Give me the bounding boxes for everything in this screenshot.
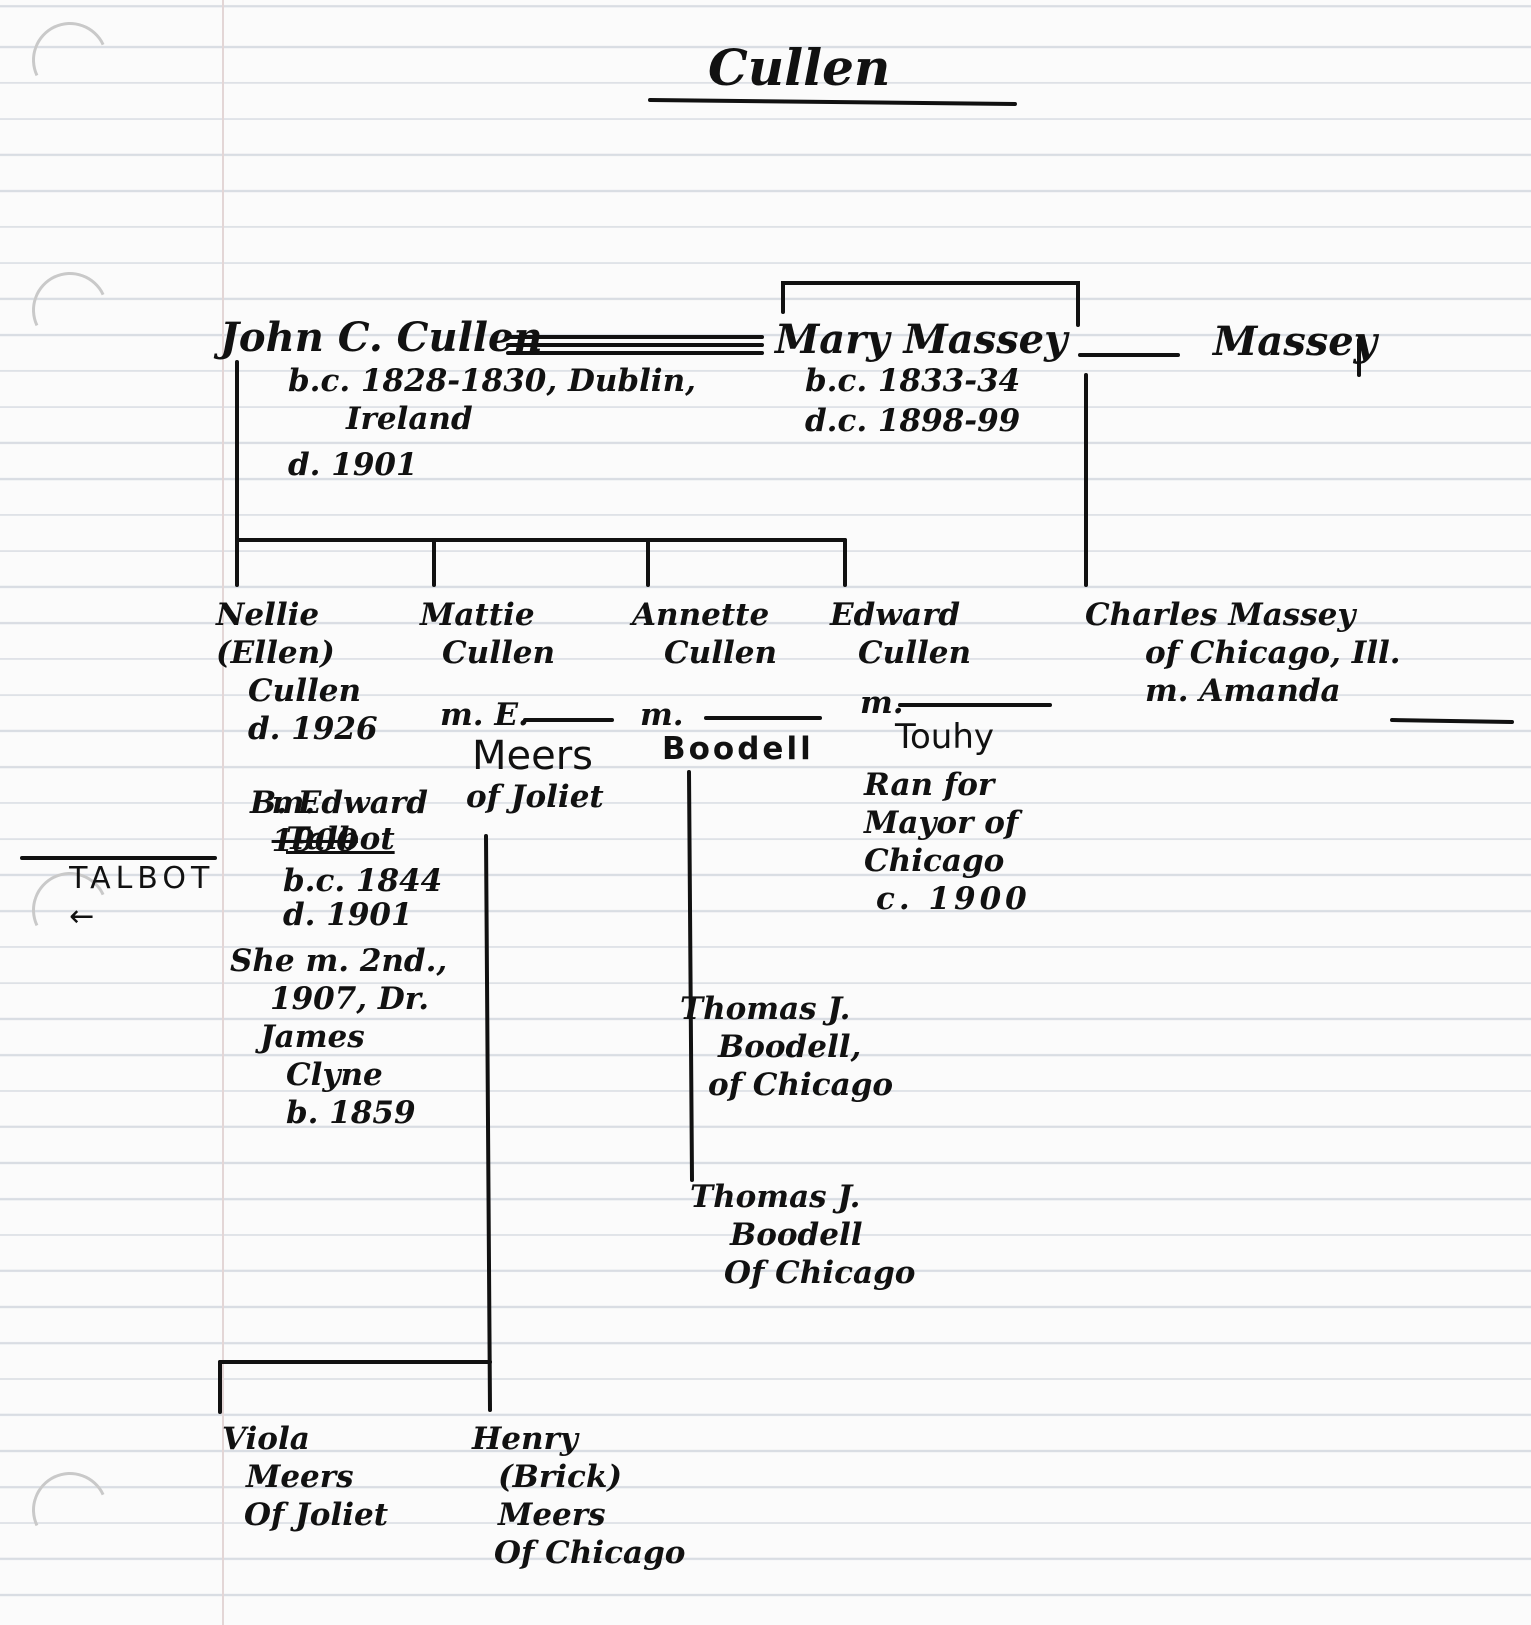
amanda-surname-blank bbox=[1390, 718, 1514, 724]
edward-note-4: c. 1900 bbox=[876, 881, 1031, 917]
mary-massey-birth: b.c. 1833-34 bbox=[805, 363, 1021, 399]
thomas1-surname: Boodell, bbox=[718, 1029, 862, 1065]
nellie-name: Nellie bbox=[216, 597, 320, 633]
talbot-reference-label: TALBOT bbox=[69, 861, 215, 896]
mattie-surname: Cullen bbox=[442, 635, 556, 671]
nellie-cullen-entry: Nellie (Ellen) Cullen d. 1926 bbox=[216, 596, 378, 748]
viola-meers-entry: Viola Meers Of Joliet bbox=[222, 1420, 388, 1534]
margin-line bbox=[222, 0, 224, 1625]
boodell-descent-line bbox=[687, 770, 694, 1182]
edward-name: Edward bbox=[830, 597, 961, 633]
edward-spouse: Touhy bbox=[895, 717, 995, 757]
edward-notes: Ran for Mayor of Chicago c. 1900 bbox=[864, 766, 1031, 918]
nellie-marriage: m. 1900 bbox=[250, 746, 358, 860]
second-marriage-line-3: James bbox=[260, 1019, 365, 1055]
john-cullen-birthplace: Ireland bbox=[346, 401, 473, 437]
edward-note-3: Chicago bbox=[864, 843, 1005, 879]
nellie-marriage-struck-year: 1900 bbox=[271, 823, 358, 859]
meers-descent-line bbox=[484, 834, 492, 1412]
henry-nickname: (Brick) bbox=[498, 1459, 622, 1495]
henry-place: Of Chicago bbox=[494, 1535, 686, 1571]
nellie-surname: Cullen bbox=[248, 673, 362, 709]
second-marriage-line-2: 1907, Dr. bbox=[270, 981, 430, 1017]
mattie-spouse-place: of Joliet bbox=[466, 779, 604, 815]
mattie-name: Mattie bbox=[420, 597, 535, 633]
second-marriage-line-5: b. 1859 bbox=[286, 1095, 416, 1131]
henry-meers-entry: Henry (Brick) Meers Of Chicago bbox=[472, 1420, 685, 1572]
nellie-spouse-surname: Talbot bbox=[286, 821, 395, 857]
john-cullen-name: John C. Cullen bbox=[220, 314, 543, 361]
mattie-marriage: m. E. bbox=[440, 697, 529, 733]
thomas1-place: of Chicago bbox=[708, 1067, 894, 1103]
charles-massey-name: Charles Massey bbox=[1085, 597, 1356, 633]
henry-surname: Meers bbox=[498, 1497, 606, 1533]
edward-note-2: Mayor of bbox=[864, 805, 1019, 841]
title-underline bbox=[648, 98, 1017, 106]
annette-surname: Cullen bbox=[664, 635, 778, 671]
edward-surname: Cullen bbox=[858, 635, 972, 671]
henry-name: Henry bbox=[472, 1421, 578, 1457]
nellie-death: d. 1926 bbox=[248, 711, 378, 747]
talbot-reference: TALBOT ← bbox=[40, 822, 214, 936]
john-cullen-death: d. 1901 bbox=[288, 447, 418, 483]
thomas2-name: Thomas J. bbox=[690, 1179, 861, 1215]
viola-place: Of Joliet bbox=[244, 1497, 389, 1533]
thomas-boodell-entry-2: Thomas J. Boodell Of Chicago bbox=[690, 1178, 915, 1292]
mattie-spouse: Meers bbox=[472, 733, 594, 779]
annette-name: Annette bbox=[632, 597, 770, 633]
edward-note-1: Ran for bbox=[864, 767, 995, 803]
edward-cullen-entry: Edward Cullen bbox=[830, 596, 971, 672]
nellie-marriage-prefix: m. bbox=[271, 785, 316, 821]
thomas2-surname: Boodell bbox=[730, 1217, 863, 1253]
nellie-spouse-name: B. Edward bbox=[250, 785, 428, 821]
charles-massey-marriage: m. Amanda bbox=[1145, 673, 1341, 709]
nellie-spouse-death: d. 1901 bbox=[283, 897, 413, 933]
second-marriage-line-4: Clyne bbox=[286, 1057, 383, 1093]
charles-massey-place: of Chicago, Ill. bbox=[1145, 635, 1401, 671]
annette-spouse: Boodell bbox=[662, 731, 814, 767]
thomas1-name: Thomas J. bbox=[680, 991, 851, 1027]
mary-massey-name: Mary Massey bbox=[775, 316, 1068, 363]
viola-surname: Meers bbox=[246, 1459, 354, 1495]
annette-cullen-entry: Annette Cullen bbox=[632, 596, 777, 672]
massey-parent-bracket bbox=[781, 281, 1080, 327]
mattie-cullen-entry: Mattie Cullen bbox=[420, 596, 555, 672]
mary-massey-death: d.c. 1898-99 bbox=[805, 403, 1021, 439]
john-cullen-birth: b.c. 1828-1830, Dublin, bbox=[288, 363, 696, 399]
viola-name: Viola bbox=[222, 1421, 310, 1457]
second-marriage-line-1: She m. 2nd., bbox=[230, 943, 448, 979]
thomas2-place: Of Chicago bbox=[724, 1255, 916, 1291]
charles-massey-entry: Charles Massey of Chicago, Ill. m. Amand… bbox=[1085, 596, 1401, 710]
edward-marriage: m. bbox=[860, 685, 904, 721]
massey-parent-name: Massey bbox=[1213, 318, 1377, 365]
nellie-alt-name: (Ellen) bbox=[216, 635, 335, 671]
nellie-spouse-birth: b.c. 1844 bbox=[283, 863, 443, 899]
page-title: Cullen bbox=[708, 38, 891, 97]
thomas-boodell-entry-1: Thomas J. Boodell, of Chicago bbox=[680, 990, 893, 1104]
nellie-second-marriage: She m. 2nd., 1907, Dr. James Clyne b. 18… bbox=[230, 942, 447, 1132]
annette-marriage: m. bbox=[640, 697, 684, 733]
arrow-left-icon: ← bbox=[69, 899, 100, 934]
